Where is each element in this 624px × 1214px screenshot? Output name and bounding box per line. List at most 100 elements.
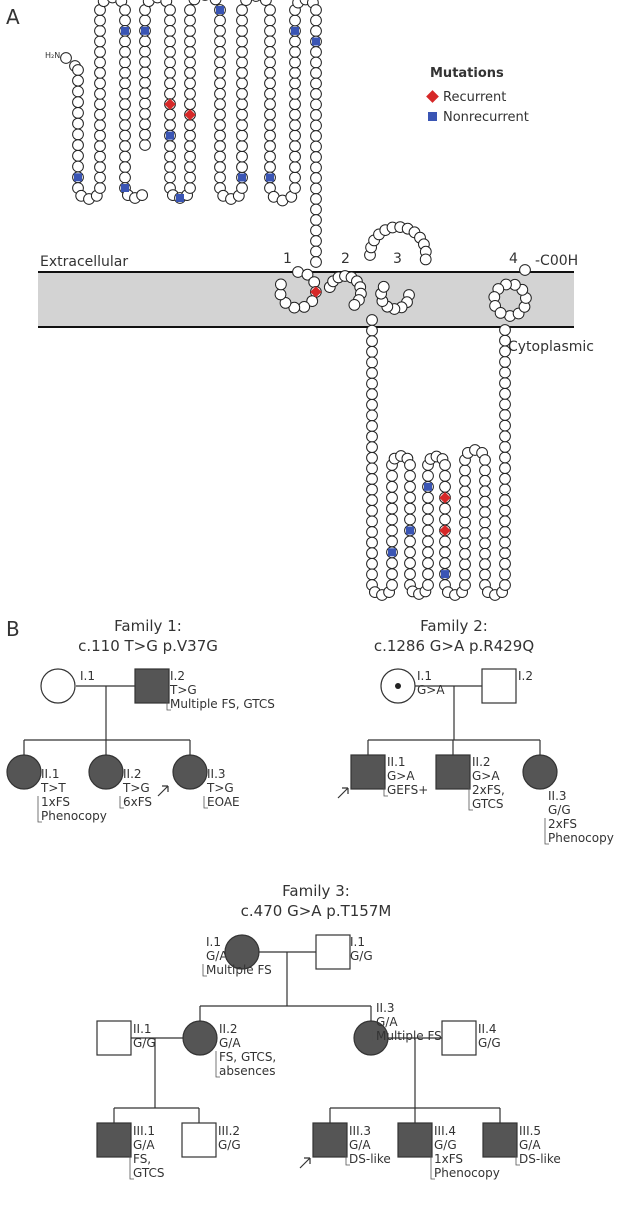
residue-circle (366, 314, 378, 326)
residue-circle (136, 189, 149, 202)
residue-circle (386, 579, 398, 591)
residue-circle (184, 161, 196, 174)
residue-circle (264, 150, 276, 163)
residue-circle (72, 107, 84, 119)
mutation-legend: Mutations Recurrent Nonrecurrent (426, 66, 529, 125)
residue-circle (139, 97, 151, 110)
residue-circle (119, 77, 131, 90)
residue-circle (366, 515, 378, 528)
residue-circle (404, 546, 416, 559)
residue-circle (264, 161, 276, 174)
residue-circle (404, 513, 416, 526)
residue-circle (164, 66, 176, 79)
pedigree-annotation: GTCS (133, 1166, 165, 1180)
annotation-bracket (129, 1153, 134, 1180)
residue-circle (184, 35, 196, 48)
residue-circle (60, 52, 72, 64)
pedigree-male-affected-I2 (134, 668, 170, 704)
residue-circle (72, 85, 84, 98)
residue-circle (306, 295, 319, 308)
residue-circle (236, 56, 248, 69)
pedigree-annotation: G/G (350, 949, 373, 963)
pedigree-male-affected-III5 (482, 1122, 518, 1158)
residue-circle (94, 161, 106, 174)
residue-circle (72, 149, 84, 162)
residue-circle (386, 513, 398, 526)
residue-circle (289, 171, 301, 184)
proband-arrow-icon (337, 787, 349, 799)
residue-circle (275, 278, 287, 291)
residue-circle (499, 547, 511, 559)
pedigree-member-id: I.2 (170, 669, 185, 683)
pedigree-annotation: G/A (376, 1015, 398, 1029)
residue-circle (97, 0, 110, 8)
pedigree-member-id: II.1 (133, 1022, 152, 1036)
residue-circle (422, 524, 434, 537)
residue-circle (404, 470, 416, 482)
pedigree-annotation: DS-like (349, 1152, 391, 1166)
residue-circle (264, 46, 276, 58)
residue-circle (459, 485, 471, 498)
residue-circle (119, 66, 131, 79)
residue-circle (499, 526, 511, 538)
residue-circle (310, 4, 322, 16)
residue-circle (72, 139, 84, 152)
pedigree-annotation: Phenocopy (41, 809, 107, 823)
residue-circle (236, 108, 248, 121)
residue-circle (422, 568, 434, 580)
pedigree-annotation: 2xFS, (472, 783, 505, 797)
residue-circle (119, 161, 131, 174)
annotation-bracket (544, 818, 549, 845)
family-1-variant: c.110 T>G p.V37G (78, 637, 218, 655)
residue-circle (164, 171, 176, 184)
legend-recurrent: Recurrent (443, 90, 506, 105)
pedigree-member-id: III.4 (434, 1124, 456, 1138)
residue-circle (499, 579, 511, 591)
residue-circle (310, 256, 322, 268)
residue-circle (366, 430, 378, 443)
residue-circle (184, 129, 196, 142)
residue-circle (404, 535, 416, 548)
pedigree-annotation: DS-like (519, 1152, 561, 1166)
residue-circle (214, 119, 226, 132)
annotation-bracket (119, 796, 124, 809)
residue-circle (214, 46, 226, 58)
residue-circle (94, 182, 106, 194)
residue-circle (459, 464, 471, 477)
nonrecurrent-mutation-marker (406, 526, 414, 535)
residue-circle (499, 515, 511, 528)
residue-circle (214, 25, 226, 37)
residue-circle (499, 377, 511, 390)
pedigree-male-I1b (315, 934, 351, 970)
pedigree-female-affected-I1 (224, 934, 260, 970)
residue-circle (479, 547, 491, 560)
residue-circle (94, 14, 106, 27)
residue-circle (236, 98, 248, 111)
residue-circle (366, 377, 378, 390)
legend-title: Mutations (430, 66, 504, 81)
residue-circle (499, 451, 511, 464)
residue-circle (119, 129, 131, 142)
recurrent-mutation-marker (439, 492, 451, 504)
residue-circle (439, 546, 451, 559)
residue-circle (251, 0, 261, 2)
residue-circle (139, 128, 151, 141)
residue-circle (289, 150, 301, 163)
pedigree-female-affected-II2 (88, 754, 124, 790)
residue-circle (289, 129, 301, 142)
pedigree-annotation: FS, GTCS, (219, 1050, 276, 1064)
residue-circle (499, 483, 511, 496)
residue-circle (310, 161, 322, 174)
residue-circle (164, 14, 176, 27)
pedigree-member-id: III.1 (133, 1124, 155, 1138)
residue-circle (289, 140, 301, 153)
tm3-number: 3 (393, 251, 402, 267)
pedigree-female-affected-II2 (182, 1020, 218, 1056)
pedigree-male-affected-III3 (312, 1122, 348, 1158)
residue-circle (366, 409, 378, 422)
nonrecurrent-mutation-marker (121, 184, 129, 192)
residue-circle (499, 398, 511, 411)
tm2-number: 2 (341, 251, 350, 267)
annotation-bracket (383, 784, 388, 797)
panel-b-label: B (6, 617, 20, 641)
